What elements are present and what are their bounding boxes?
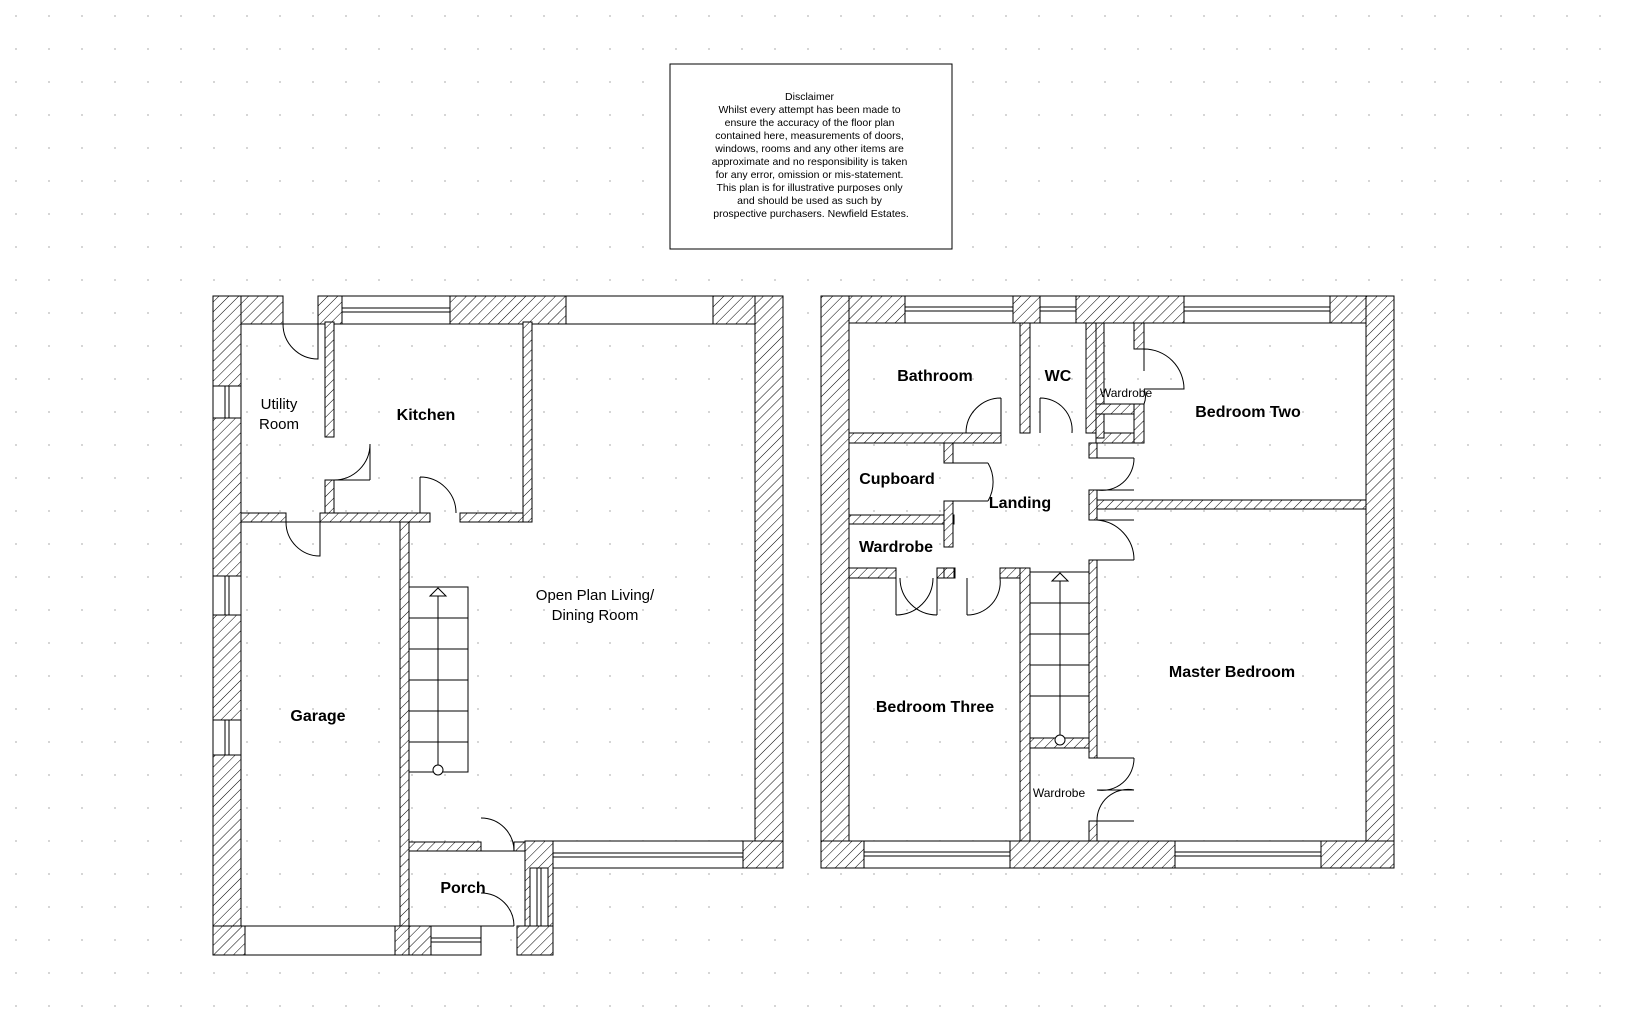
first-floor-staircase (1029, 571, 1090, 746)
room-label-living-line1: Open Plan Living/ (536, 587, 655, 604)
first-floor-plan: Bathroom WC Wardrobe Bedroom Two Cupboar… (820, 295, 1395, 869)
ground-floor-doors (282, 323, 515, 927)
first-floor-room-labels: Bathroom WC Wardrobe Bedroom Two Cupboar… (859, 368, 1301, 800)
room-label-wardrobe-top: Wardrobe (1100, 386, 1153, 400)
room-label-wc: WC (1045, 368, 1072, 385)
room-label-bedroom-two: Bedroom Two (1195, 404, 1301, 421)
ground-floor-windows (212, 295, 744, 956)
ground-floor-internal-walls (240, 321, 533, 927)
room-label-garage: Garage (290, 708, 345, 725)
room-label-kitchen: Kitchen (397, 407, 456, 424)
room-label-bedroom-three: Bedroom Three (876, 699, 994, 716)
room-label-wardrobe-bottom: Wardrobe (1033, 786, 1086, 800)
disclaimer-box: Disclaimer Whilst every attempt has been… (669, 63, 953, 250)
room-label-bathroom: Bathroom (897, 368, 973, 385)
room-label-wardrobe-left: Wardrobe (859, 539, 933, 556)
ground-floor-plan: Utility Room Kitchen Garage Open Plan Li… (212, 295, 784, 956)
disclaimer-text: Disclaimer Whilst every attempt has been… (712, 91, 910, 220)
room-label-master-bedroom: Master Bedroom (1169, 664, 1295, 681)
first-floor-doors (895, 348, 1185, 822)
first-floor-outer-walls (820, 295, 1395, 869)
first-floor-windows (863, 295, 1331, 869)
room-label-utility-line2: Room (259, 416, 299, 433)
room-label-porch: Porch (440, 880, 485, 897)
ground-floor-staircase (408, 586, 469, 776)
room-label-landing: Landing (989, 495, 1051, 512)
room-label-living-line2: Dining Room (552, 607, 639, 624)
ground-floor-room-labels: Utility Room Kitchen Garage Open Plan Li… (259, 396, 655, 897)
room-label-cupboard: Cupboard (859, 471, 935, 488)
room-label-utility-line1: Utility (261, 396, 298, 413)
